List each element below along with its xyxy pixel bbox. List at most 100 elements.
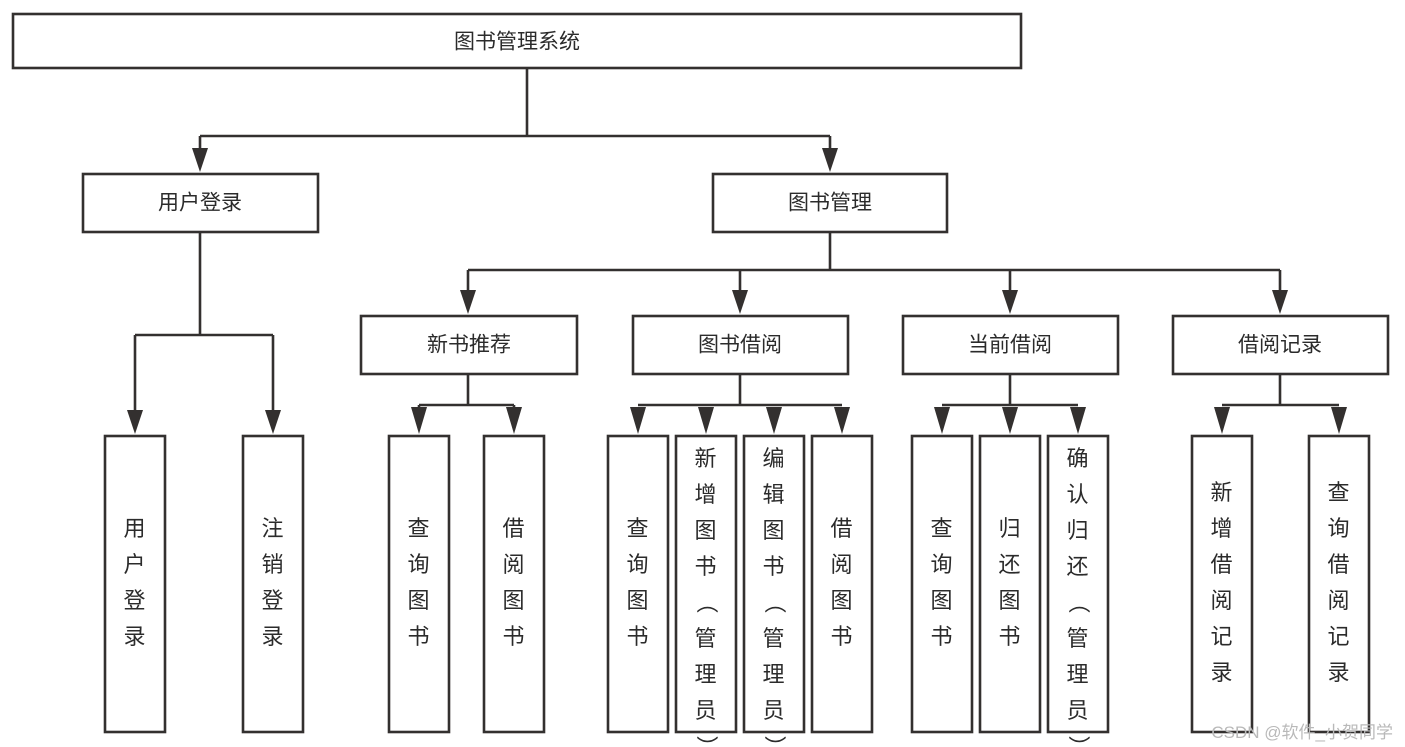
leaf-query-book-1-label-char: 查 xyxy=(407,516,430,541)
node-current-borrow-box[interactable] xyxy=(901,314,1120,376)
arrowhead-leaf-query-book-1 xyxy=(411,407,427,434)
leaf-borrow-book-2-box[interactable] xyxy=(810,434,874,734)
leaf-add-book-label-char: ） xyxy=(694,735,719,747)
leaf-query-record-label-char: 查 xyxy=(1327,480,1350,505)
leaf-query-record[interactable] xyxy=(1307,434,1371,734)
leaf-edit-book-label-char: 理 xyxy=(762,662,785,687)
leaf-query-book-1-box[interactable] xyxy=(387,434,451,734)
leaf-query-record-label-char: 录 xyxy=(1327,660,1350,685)
leaf-edit-book[interactable] xyxy=(742,434,806,734)
leaf-add-record-label-char: 阅 xyxy=(1210,588,1233,613)
leaf-add-book-box[interactable] xyxy=(674,434,738,734)
arrowhead-current-borrow xyxy=(1002,290,1018,314)
leaf-confirm-return[interactable] xyxy=(1046,434,1110,734)
leaf-user-login-label-char: 户 xyxy=(123,552,146,577)
leaf-add-record-label-char: 记 xyxy=(1210,624,1233,649)
node-book-borrow[interactable]: 图书借阅 xyxy=(631,314,850,376)
leaf-user-logout-label-char: 录 xyxy=(261,624,284,649)
leaf-layer: 用户登录注销登录查询图书借阅图书查询图书新增图书（管理员）编辑图书（管理员）借阅… xyxy=(103,434,1371,747)
leaf-borrow-book-2-label-char: 书 xyxy=(830,624,853,649)
leaf-user-logout-label-char: 销 xyxy=(261,552,284,577)
leaf-borrow-book-1-label-char: 书 xyxy=(502,624,525,649)
node-root[interactable]: 图书管理系统 xyxy=(11,12,1023,70)
leaf-confirm-return-label-char: 管 xyxy=(1066,626,1089,651)
node-user-login-box[interactable] xyxy=(81,172,320,234)
leaf-borrow-book-1[interactable] xyxy=(482,434,546,734)
leaf-add-book-label-char: 管 xyxy=(694,626,717,651)
leaf-user-login-label-char: 用 xyxy=(123,516,146,541)
leaf-edit-book-label-char: 员 xyxy=(762,698,785,723)
node-current-borrow[interactable]: 当前借阅 xyxy=(901,314,1120,376)
node-root-box[interactable] xyxy=(11,12,1023,70)
leaf-edit-book-label-char: 编 xyxy=(762,446,785,471)
leaf-add-book[interactable] xyxy=(674,434,738,734)
node-user-login[interactable]: 用户登录 xyxy=(81,172,320,234)
leaf-confirm-return-box[interactable] xyxy=(1046,434,1110,734)
node-book-borrow-label: 图书借阅 xyxy=(698,334,782,357)
leaf-borrow-book-1-label-char: 图 xyxy=(502,588,525,613)
leaf-user-logout[interactable] xyxy=(241,434,305,734)
arrowhead-book-mgmt xyxy=(822,148,838,172)
node-book-borrow-box[interactable] xyxy=(631,314,850,376)
arrowhead-book-borrow xyxy=(732,290,748,314)
leaf-confirm-return-label-char: ） xyxy=(1066,735,1091,747)
arrowhead-leaf-confirm-return xyxy=(1070,407,1086,434)
leaf-borrow-book-2-label-char: 图 xyxy=(830,588,853,613)
node-book-mgmt-box[interactable] xyxy=(711,172,949,234)
leaf-query-book-1[interactable] xyxy=(387,434,451,734)
leaf-query-book-3[interactable] xyxy=(910,434,974,734)
node-user-login-label: 用户登录 xyxy=(158,192,242,215)
leaf-query-record-box[interactable] xyxy=(1307,434,1371,734)
arrowhead-leaf-user-login xyxy=(127,410,143,434)
leaf-return-book-box[interactable] xyxy=(978,434,1042,734)
leaf-query-record-label-char: 阅 xyxy=(1327,588,1350,613)
leaf-query-book-2-label-char: 询 xyxy=(626,552,649,577)
leaf-add-book-label-char: 书 xyxy=(694,554,717,579)
leaf-return-book[interactable] xyxy=(978,434,1042,734)
leaf-borrow-book-2[interactable] xyxy=(810,434,874,734)
leaf-user-logout-box[interactable] xyxy=(241,434,305,734)
leaf-user-logout-label-char: 登 xyxy=(261,588,284,613)
leaf-query-book-2-box[interactable] xyxy=(606,434,670,734)
leaf-query-book-3-label-char: 查 xyxy=(930,516,953,541)
leaf-add-book-label-char: 增 xyxy=(694,482,717,507)
leaf-borrow-book-1-label-char: 借 xyxy=(502,516,525,541)
leaf-edit-book-label-char: （ xyxy=(762,591,787,614)
arrowhead-leaf-edit-book xyxy=(766,407,782,434)
leaf-borrow-book-1-box[interactable] xyxy=(482,434,546,734)
leaf-add-record[interactable] xyxy=(1190,434,1254,734)
node-new-book-rec-box[interactable] xyxy=(359,314,579,376)
leaf-query-book-3-label-char: 图 xyxy=(930,588,953,613)
leaf-query-book-2[interactable] xyxy=(606,434,670,734)
leaf-confirm-return-label-char: 员 xyxy=(1066,698,1089,723)
leaf-user-login-box[interactable] xyxy=(103,434,167,734)
leaf-add-record-box[interactable] xyxy=(1190,434,1254,734)
node-book-mgmt[interactable]: 图书管理 xyxy=(711,172,949,234)
node-new-book-rec[interactable]: 新书推荐 xyxy=(359,314,579,376)
leaf-add-record-label-char: 录 xyxy=(1210,660,1233,685)
leaf-query-book-3-box[interactable] xyxy=(910,434,974,734)
node-borrow-record-box[interactable] xyxy=(1171,314,1390,376)
leaf-add-book-label-char: 图 xyxy=(694,518,717,543)
leaf-query-record-label-char: 记 xyxy=(1327,624,1350,649)
leaf-edit-book-box[interactable] xyxy=(742,434,806,734)
arrowhead-leaf-borrow-book-2 xyxy=(834,407,850,434)
leaf-add-book-label-char: 理 xyxy=(694,662,717,687)
leaf-user-login[interactable] xyxy=(103,434,167,734)
leaf-query-book-2-label-char: 书 xyxy=(626,624,649,649)
arrowhead-leaf-query-record xyxy=(1331,407,1347,434)
leaf-label-layer: 用户登录注销登录查询图书借阅图书查询图书新增图书（管理员）编辑图书（管理员）借阅… xyxy=(123,446,1350,747)
leaf-add-record-label-char: 增 xyxy=(1210,516,1233,541)
leaf-add-book-label-char: 员 xyxy=(694,698,717,723)
arrowhead-new-book-rec xyxy=(460,290,476,314)
leaf-borrow-book-2-label-char: 借 xyxy=(830,516,853,541)
leaf-user-login-label: 用户登录 xyxy=(123,516,146,649)
node-borrow-record[interactable]: 借阅记录 xyxy=(1171,314,1390,376)
